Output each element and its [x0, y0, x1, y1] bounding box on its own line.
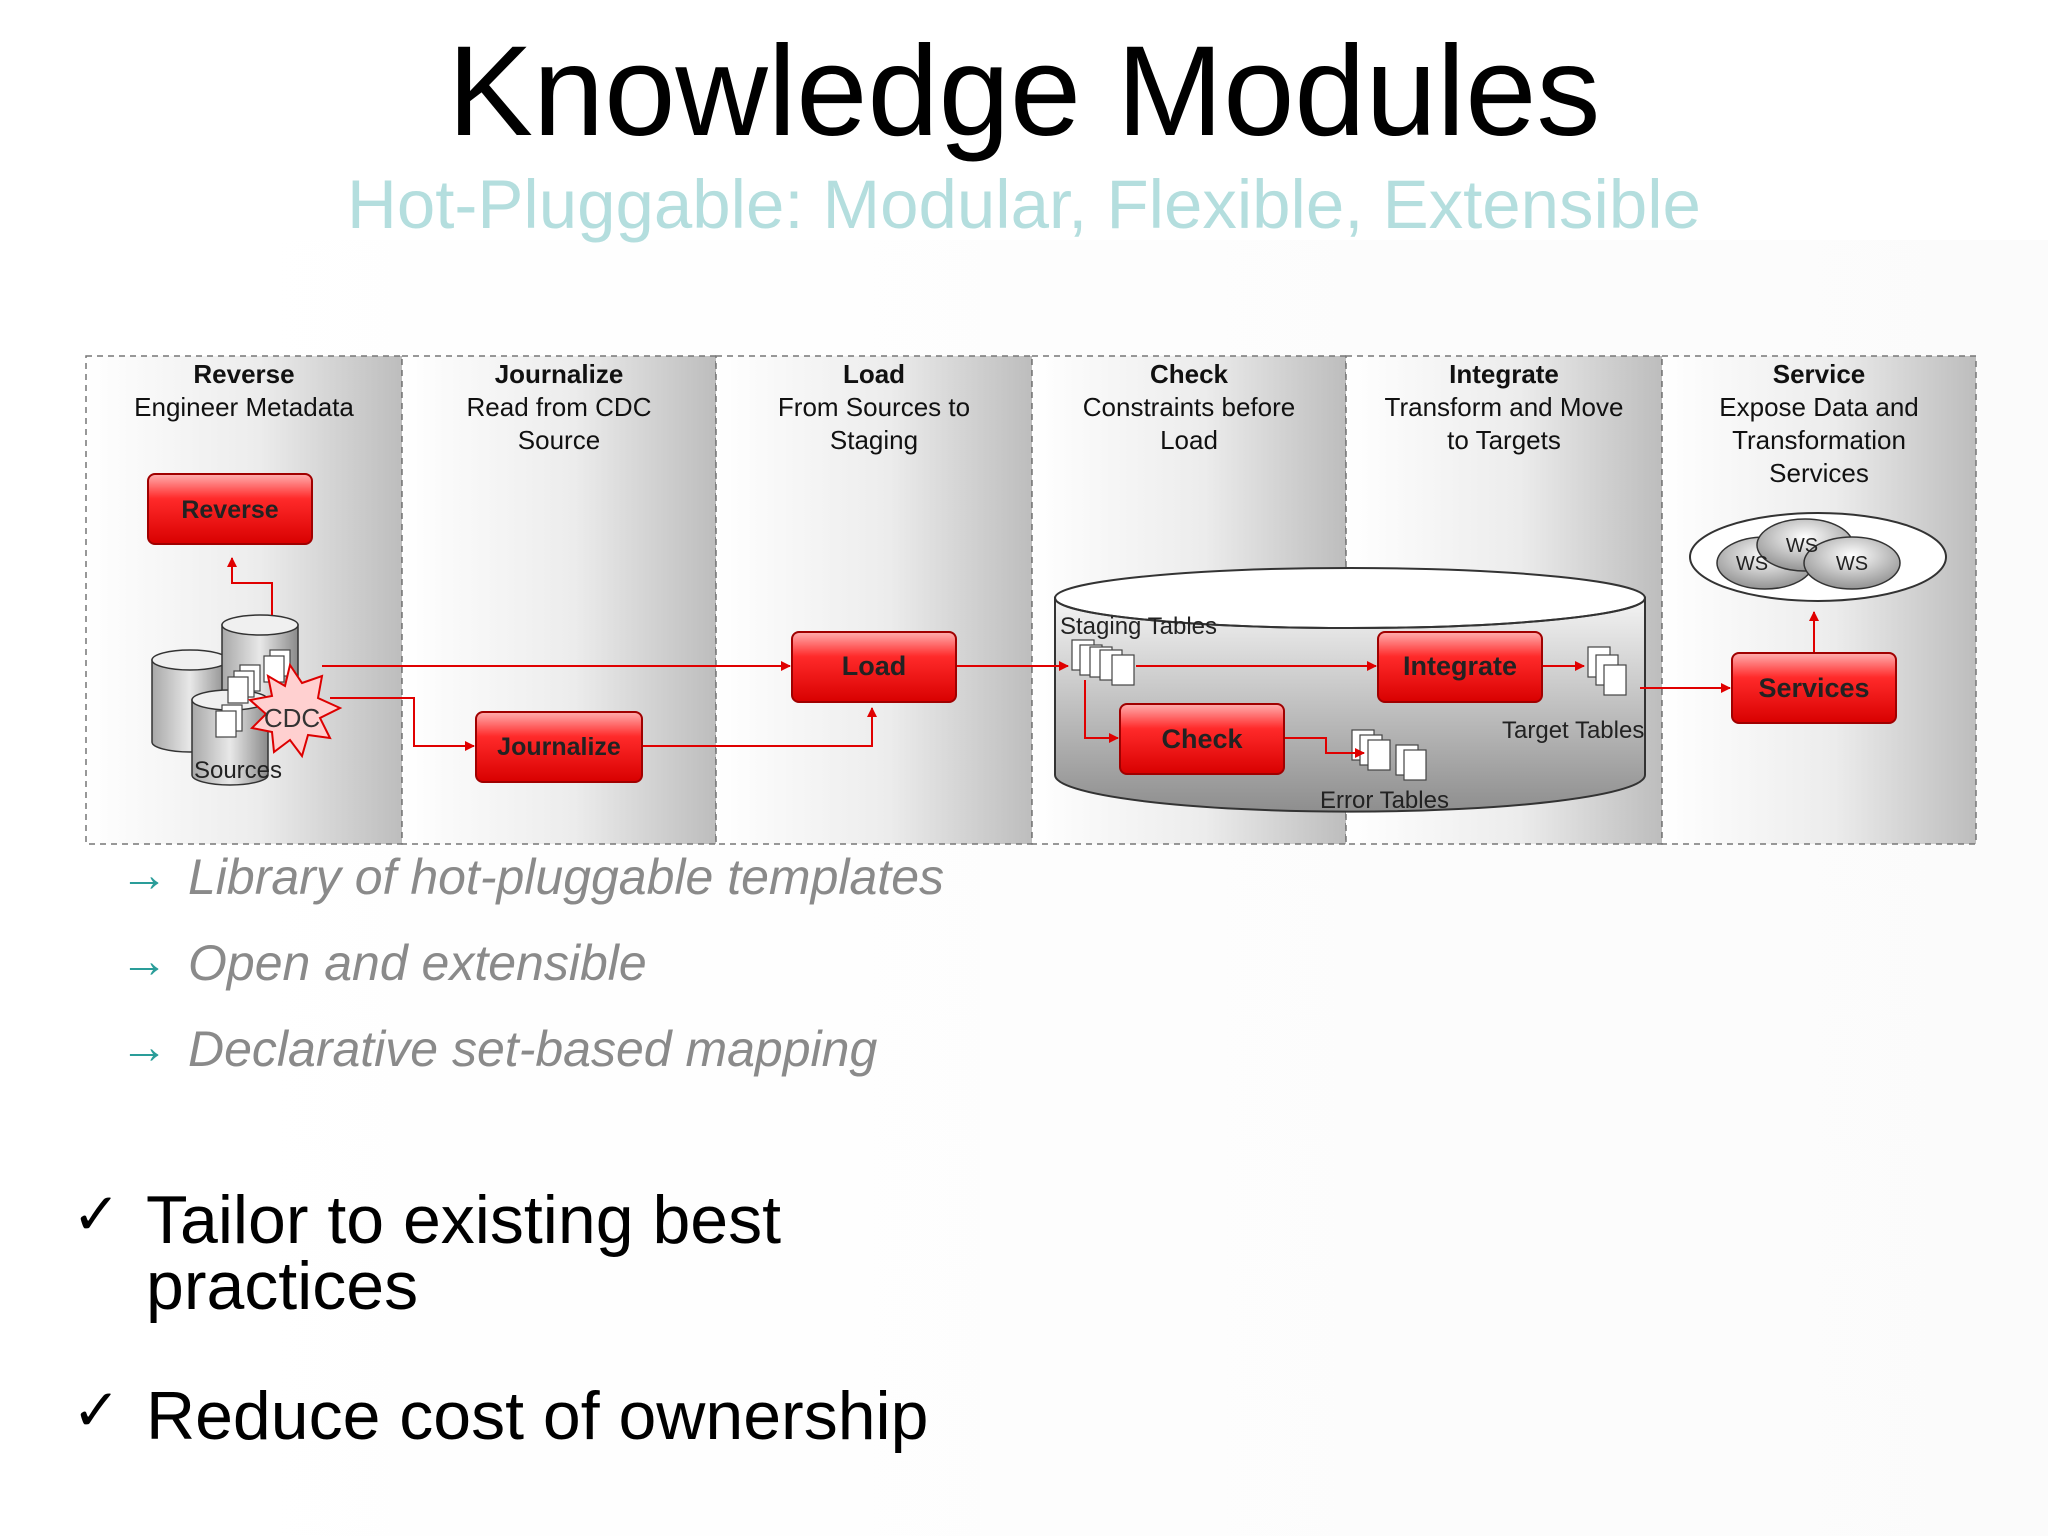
source-databases: CDC Sources	[151, 614, 343, 786]
svg-text:Services: Services	[1758, 673, 1869, 703]
col-header-journalize: Journalize	[495, 359, 624, 389]
bullet-text: Declarative set-based mapping	[188, 1021, 878, 1077]
col-desc-load-2: Staging	[830, 425, 918, 455]
bullet-text: Open and extensible	[188, 935, 647, 991]
target-table-icons	[1587, 646, 1627, 696]
col-desc-journalize-1: Read from CDC	[467, 392, 652, 422]
error-tables-label: Error Tables	[1320, 787, 1449, 814]
cdc-burst	[247, 662, 343, 759]
arrow-journalize-to-load	[642, 707, 877, 747]
services-box[interactable]: Services	[1731, 652, 1897, 724]
svg-text:Journalize: Journalize	[497, 733, 621, 761]
col-desc-service-2: Transformation	[1732, 425, 1906, 455]
col-header-service: Service	[1773, 359, 1866, 389]
col-header-check: Check	[1150, 359, 1229, 389]
col-desc-integrate-1: Transform and Move	[1385, 392, 1624, 422]
col-header-reverse: Reverse	[193, 359, 294, 389]
cdc-label: CDC	[264, 703, 320, 733]
svg-text:Integrate: Integrate	[1403, 651, 1517, 681]
check-text-line-1: Reduce cost of ownership	[146, 1378, 929, 1454]
col-desc-load-1: From Sources to	[778, 392, 970, 422]
web-services-cluster: WS WS WS	[1689, 512, 1947, 602]
col-desc-reverse-1: Engineer Metadata	[134, 392, 354, 422]
sources-label: Sources	[194, 757, 282, 784]
col-desc-integrate-2: to Targets	[1447, 425, 1561, 455]
col-header-integrate: Integrate	[1449, 359, 1559, 389]
slide-subtitle: Hot-Pluggable: Modular, Flexible, Extens…	[347, 166, 1701, 243]
staging-tables-label: Staging Tables	[1060, 613, 1217, 640]
ws-label-1: WS	[1736, 553, 1768, 575]
svg-text:Check: Check	[1161, 724, 1243, 754]
error-table-icons	[1351, 729, 1427, 781]
target-tables-label: Target Tables	[1502, 717, 1644, 744]
column-panels	[85, 355, 1977, 845]
arrow-staging-to-check	[1084, 680, 1119, 743]
arrow-sources-to-reverse	[227, 557, 273, 615]
col-desc-journalize-2: Source	[518, 425, 600, 455]
col-header-load: Load	[843, 359, 905, 389]
bullet-text: Library of hot-pluggable templates	[188, 849, 945, 905]
col-desc-service-1: Expose Data and	[1719, 392, 1918, 422]
reverse-box[interactable]: Reverse	[147, 473, 313, 545]
check-box[interactable]: Check	[1119, 703, 1285, 775]
staging-cylinder	[1054, 567, 1646, 813]
arrow-right-icon: →	[120, 1021, 168, 1074]
panel-load	[715, 355, 1033, 845]
ws-label-3: WS	[1836, 553, 1868, 575]
staging-table-icons	[1071, 639, 1135, 686]
checkmark-icon: ✓	[72, 1182, 121, 1247]
col-desc-check-2: Load	[1160, 425, 1218, 455]
ws-label-2: WS	[1786, 535, 1818, 557]
checkmark-icon: ✓	[72, 1378, 121, 1443]
check-text-line-1: Tailor to existing best	[146, 1182, 781, 1258]
col-desc-check-1: Constraints before	[1083, 392, 1295, 422]
arrow-right-icon: →	[120, 849, 168, 902]
arrow-check-to-errors	[1282, 737, 1365, 758]
journalize-box[interactable]: Journalize	[475, 711, 643, 783]
svg-text:Reverse: Reverse	[181, 496, 278, 524]
flow-arrows	[227, 557, 1819, 758]
arrow-right-icon: →	[120, 935, 168, 988]
check-text-line-2: practices	[146, 1248, 419, 1324]
col-desc-service-3: Services	[1769, 458, 1869, 488]
arrow-cdc-to-journalize	[330, 697, 475, 751]
integrate-box[interactable]: Integrate	[1377, 631, 1543, 703]
slide-title: Knowledge Modules	[447, 20, 1601, 163]
svg-text:Load: Load	[842, 651, 907, 681]
module-boxes: Reverse Journalize Load Check Integrate …	[147, 473, 1897, 783]
load-box[interactable]: Load	[791, 631, 957, 703]
